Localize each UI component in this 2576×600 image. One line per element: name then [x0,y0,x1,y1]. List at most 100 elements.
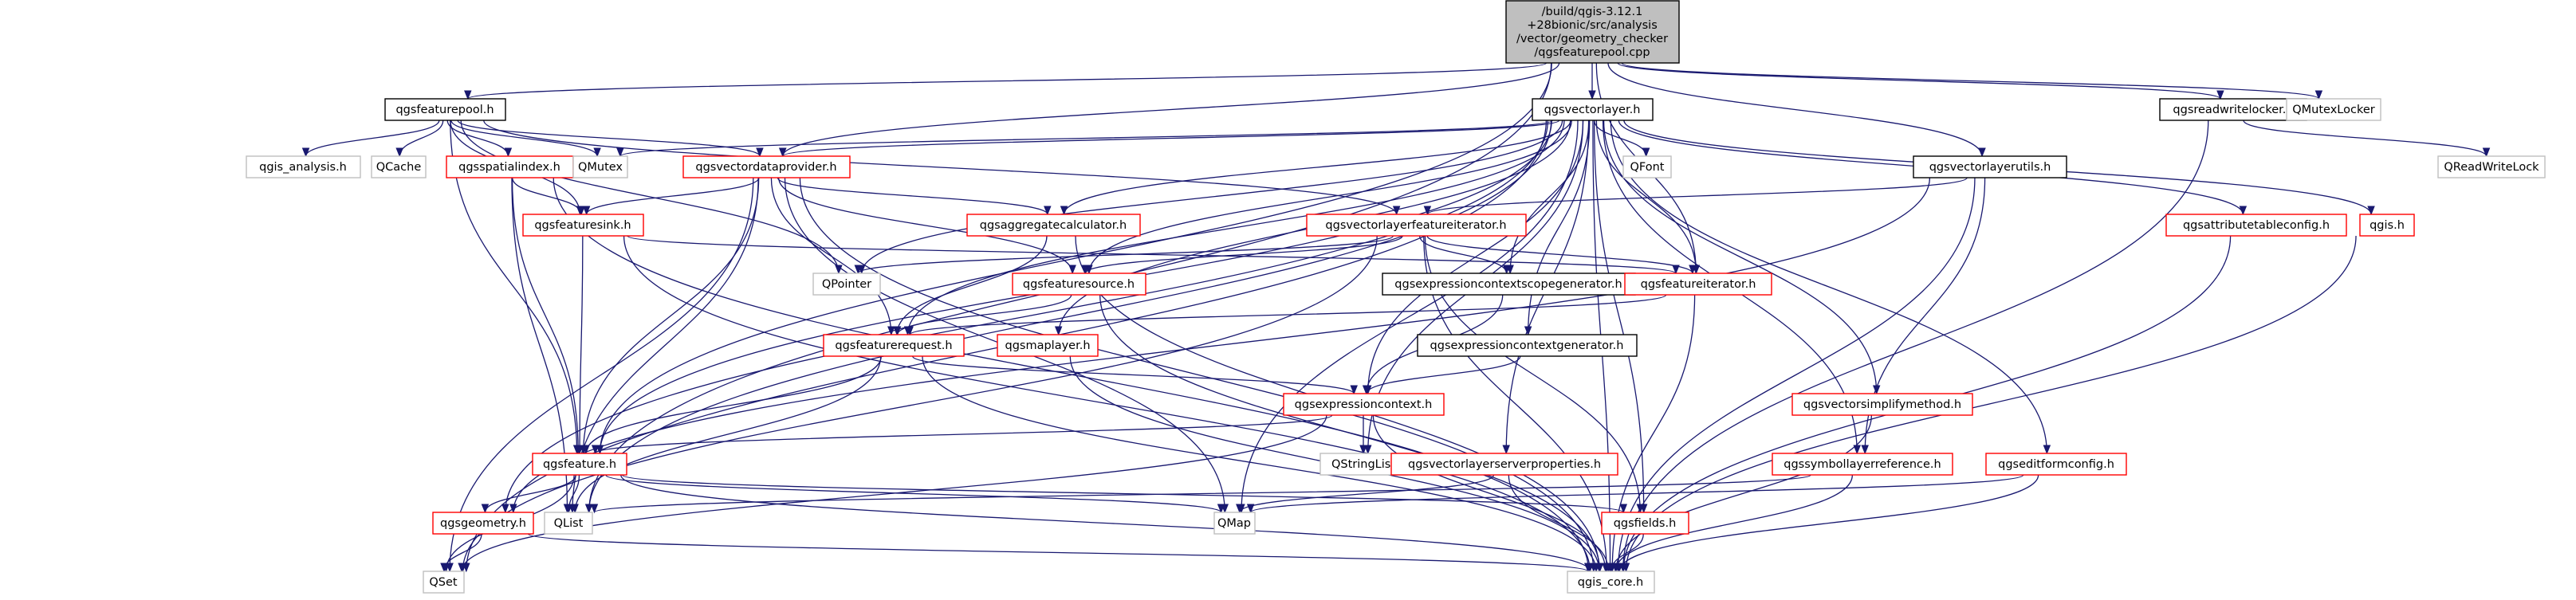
node-contextgenerator[interactable]: qgsexpressioncontextgenerator.h [1417,334,1638,357]
edge-vectorlayer-to-contextgenerator [1527,120,1591,335]
node-qcache[interactable]: QCache [371,155,427,178]
edge-arrowhead [582,445,590,455]
edge-feature-to-fields [621,474,1624,513]
edge-arrowhead [1081,265,1090,275]
edge-readwritelocker-to-qreadwritelock [2243,120,2488,157]
node-simplifymethod[interactable]: qgsvectorsimplifymethod.h [1791,393,1973,416]
node-box [2159,98,2307,121]
edge-featuresource-to-featurerequest [896,294,1072,335]
node-box [246,155,361,178]
node-geometry[interactable]: qgsgeometry.h [432,512,534,535]
edge-featurerequest-to-qgis_core [922,355,1597,572]
node-box [1306,214,1527,237]
node-qmutex[interactable]: QMutex [572,155,628,178]
node-fields[interactable]: qgsfields.h [1601,512,1689,535]
edge-arrowhead [582,206,591,216]
edge-vectorlayerfeatureiterator-to-qgis_core [1423,235,1607,572]
edge-arrowhead [584,504,593,514]
edge-qgis_h-to-qgis_core [1625,235,2357,572]
edge-vectordataprovider-to-featuresink [585,177,760,215]
node-spatialindex[interactable]: qgsspatialindex.h [446,155,574,178]
edge-arrowhead [1502,445,1510,455]
node-label: qgsspatialindex.h [458,161,560,174]
node-vectorlayerfeatureiterator[interactable]: qgsvectorlayerfeatureiterator.h [1306,214,1527,237]
node-qmutexlocker[interactable]: QMutexLocker [2286,98,2381,121]
node-qgis_h[interactable]: qgis.h [2359,214,2415,237]
node-featurerequest[interactable]: qgsfeaturerequest.h [823,334,965,357]
node-serverproperties[interactable]: qgsvectorlayerserverproperties.h [1390,453,1618,476]
node-qfont[interactable]: QFont [1622,155,1672,178]
edge-arrowhead [464,90,472,100]
edge-simplifymethod-to-qgis_core [1615,414,1873,572]
edge-arrowhead [301,147,310,158]
edge-arrowhead [1872,385,1881,395]
node-editformconfig[interactable]: qgseditformconfig.h [1985,453,2127,476]
edge-arrowhead [1350,385,1358,395]
node-feature[interactable]: qgsfeature.h [532,453,627,476]
node-vectordataprovider[interactable]: qgsvectordataprovider.h [682,155,851,178]
edge-arrowhead [564,504,573,514]
edge-vectorlayer-to-vectordataprovider [782,120,1560,157]
node-qmap[interactable]: QMap [1213,512,1256,535]
edge-feature-to-geometry [484,474,576,513]
node-vectorlayerutils[interactable]: qgsvectorlayerutils.h [1913,155,2067,178]
edge-vectorlayerfeatureiterator-to-featureiterator [1426,235,1693,274]
edge-arrowhead [458,563,466,573]
edge-vectorlayer-to-qmap [1241,120,1579,513]
node-qlist[interactable]: QList [544,512,593,535]
edge-featuresource-to-qgis_core [1099,294,1601,572]
node-featureiterator[interactable]: qgsfeatureiterator.h [1624,273,1772,296]
node-scopegenerator[interactable]: qgsexpressioncontextscopegenerator.h [1382,273,1636,296]
edge-arrowhead [2216,90,2224,100]
node-root[interactable]: /build/qgis-3.12.1+28bionic/src/analysis… [1505,0,1680,64]
edge-arrowhead [1363,385,1371,395]
node-box [2437,155,2546,178]
node-label: qgsattributetableconfig.h [2183,219,2330,232]
node-readwritelocker[interactable]: qgsreadwritelocker.h [2159,98,2307,121]
edge-vectorlayer-to-simplifymethod [1603,120,1878,394]
node-attributetableconfig[interactable]: qgsattributetableconfig.h [2165,214,2347,237]
node-label: qgsmaplayer.h [1005,339,1090,352]
edge-arrowhead [1689,265,1697,275]
edge-arrowhead [1636,504,1644,514]
node-featurepool[interactable]: qgsfeaturepool.h [384,98,506,121]
edge-arrowhead [481,504,490,514]
edge-expressioncontext-to-feature [595,414,1333,454]
edge-arrowhead [2043,445,2051,455]
edge-arrowhead [1978,147,1986,158]
node-symbollayerreference[interactable]: qgssymbollayerreference.h [1772,453,1953,476]
edge-arrowhead [1642,147,1650,158]
node-qpointer[interactable]: QPointer [812,273,881,296]
node-maplayer[interactable]: qgsmaplayer.h [997,334,1099,357]
node-expressioncontext[interactable]: qgsexpressioncontext.h [1283,393,1445,416]
node-box [1505,0,1680,64]
edge-arrowhead [1615,563,1623,573]
node-label: qgsfeaturerequest.h [835,339,952,352]
edge-featurepool-to-qmutex [450,120,598,157]
edge-vectorlayer-to-aggregatecalculator [1063,120,1571,215]
edge-featurerequest-to-feature [585,355,882,454]
node-box [1601,512,1689,535]
node-qgis_core[interactable]: qgis_core.h [1567,571,1655,594]
edge-vectorlayer-to-qpointer [861,120,1563,274]
edge-featurepool-to-qgis_analysis [305,120,440,157]
edge-arrowhead [395,147,403,158]
edge-vectorlayer-to-qmutex [619,120,1553,157]
edge-editformconfig-to-qgis_core [1618,474,2039,572]
node-qreadwritelock[interactable]: QReadWriteLock [2437,155,2546,178]
node-box [2286,98,2381,121]
node-label: +28bionic/src/analysis [1527,19,1658,32]
node-qset[interactable]: QSet [423,571,465,594]
node-featuresource[interactable]: qgsfeaturesource.h [1012,273,1146,296]
edge-vectordataprovider-to-aggregatecalculator [777,177,1048,215]
node-label: qgsexpressioncontext.h [1295,398,1433,411]
node-box [371,155,427,178]
edge-vectorlayerutils-to-vectorlayerfeatureiterator [1426,177,1968,215]
node-aggregatecalculator[interactable]: qgsaggregatecalculator.h [966,214,1141,237]
node-vectorlayer[interactable]: qgsvectorlayer.h [1532,98,1654,121]
edge-arrowhead [1068,265,1076,275]
node-qgis_analysis[interactable]: qgis_analysis.h [246,155,361,178]
node-label: qgsreadwritelocker.h [2173,104,2293,116]
node-label: QReadWriteLock [2444,161,2539,174]
node-featuresink[interactable]: qgsfeaturesink.h [522,214,644,237]
